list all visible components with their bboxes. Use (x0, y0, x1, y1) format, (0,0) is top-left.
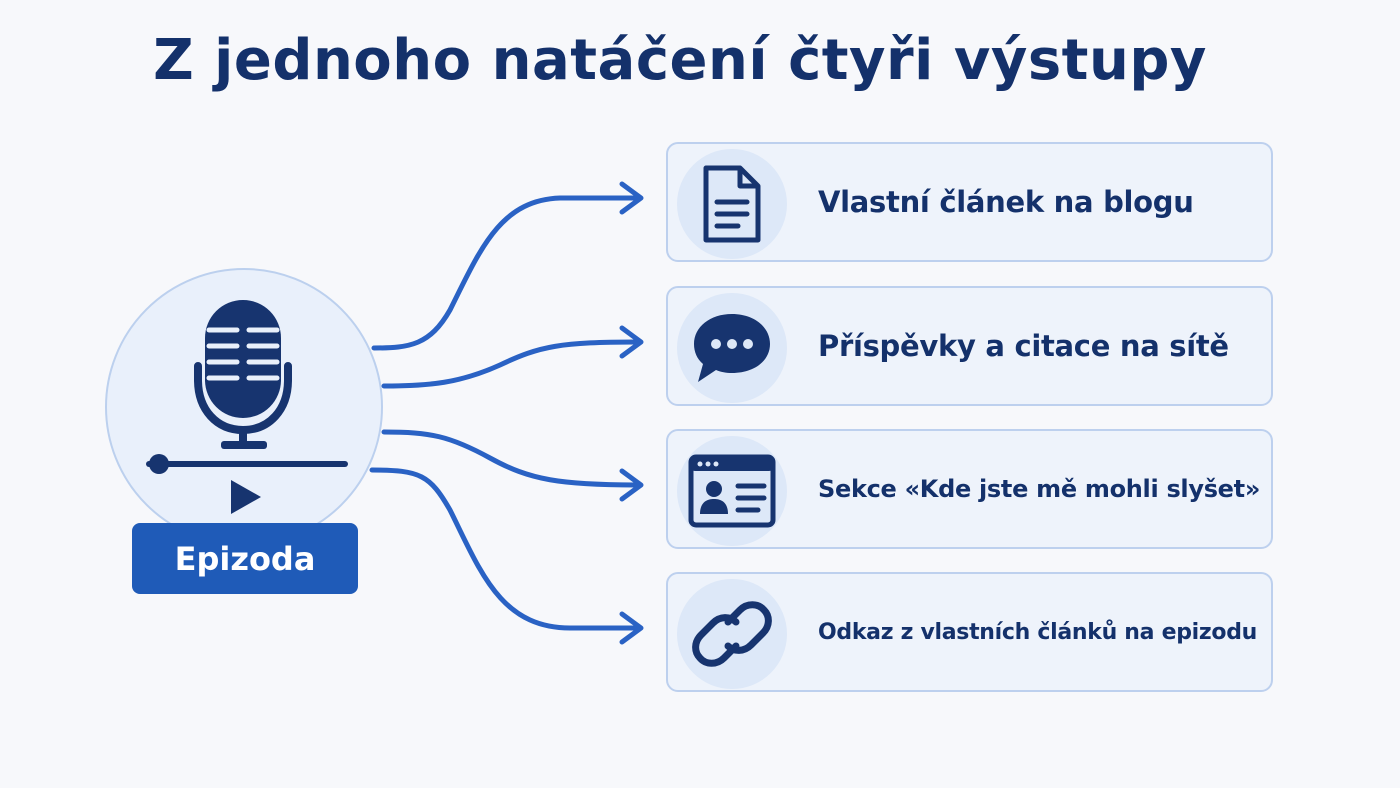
output-card-social-posts: Příspěvky a citace na sítě (666, 286, 1273, 406)
connector-arrow-4 (369, 467, 643, 631)
output-label: Odkaz z vlastních článků na epizodu (818, 619, 1258, 645)
link-icon (677, 579, 787, 689)
chat-bubble-icon (677, 293, 787, 403)
output-card-appearances-section: Sekce «Kde jste mě mohli slyšet» (666, 429, 1273, 549)
connector-arrow-2 (381, 339, 643, 389)
output-label: Příspěvky a citace na sítě (818, 329, 1229, 363)
arrowhead-4 (619, 611, 644, 645)
profile-page-icon (677, 436, 787, 546)
connector-arrow-1 (371, 195, 643, 351)
output-label: Vlastní článek na blogu (818, 185, 1194, 219)
microphone-with-player-icon (146, 300, 348, 514)
output-card-blog-article: Vlastní článek na blogu (666, 142, 1273, 262)
episode-label: Epizoda (132, 523, 358, 594)
connector-arrow-3 (381, 429, 643, 488)
arrowhead-2 (619, 325, 644, 359)
arrowhead-1 (619, 181, 644, 215)
document-icon (677, 149, 787, 259)
output-card-article-link: Odkaz z vlastních článků na epizodu (666, 572, 1273, 692)
page-title: Z jednoho natáčení čtyři výstupy (153, 28, 1207, 93)
arrowhead-3 (619, 468, 644, 502)
output-label: Sekce «Kde jste mě mohli slyšet» (818, 475, 1261, 503)
